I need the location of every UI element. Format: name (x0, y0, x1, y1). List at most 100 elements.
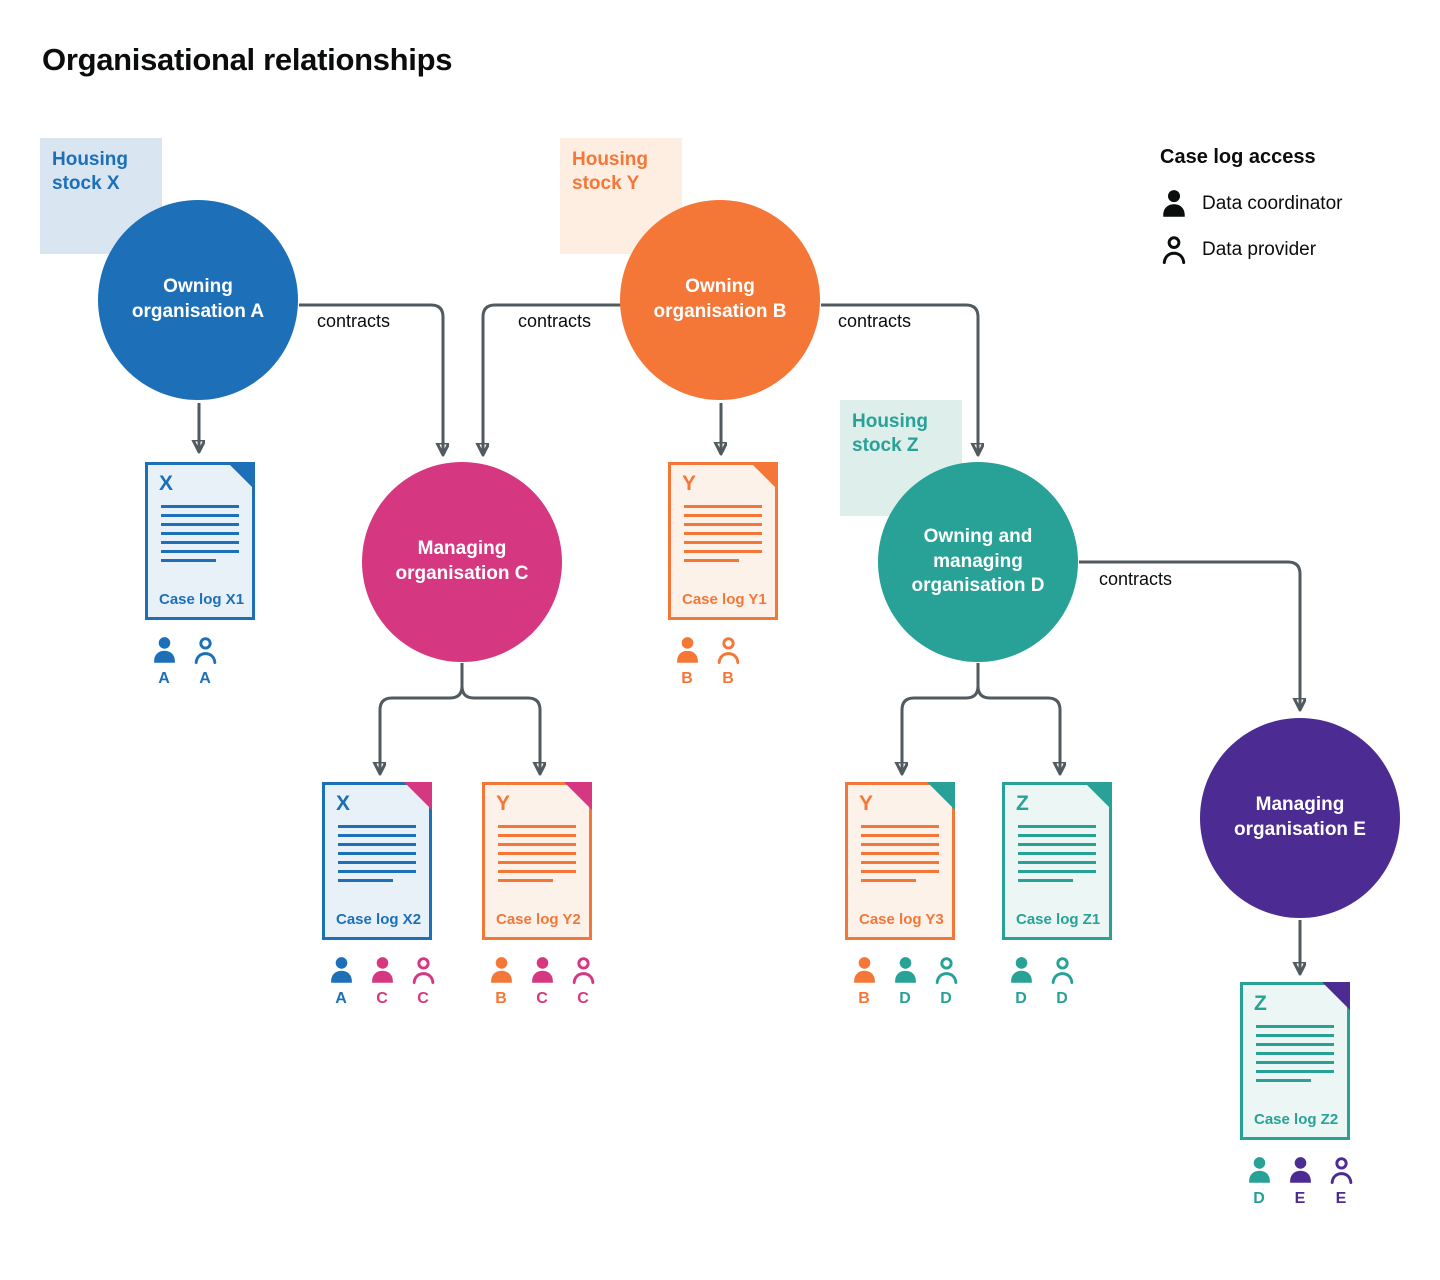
folded-corner-icon (227, 462, 255, 490)
case-log-y2-access: B C C (484, 956, 600, 1008)
folded-corner-icon (927, 782, 955, 810)
person-outline-icon (412, 957, 434, 984)
case-log-y3-access: B D D (847, 956, 963, 1008)
access-person-provider: D (929, 956, 963, 1008)
org-circle-managing-organisation-e: Managing organisation E (1200, 718, 1400, 918)
access-person-coordinator: D (888, 956, 922, 1008)
access-person-coordinator: B (847, 956, 881, 1008)
person-outline-icon (935, 957, 957, 984)
person-filled-icon (894, 957, 916, 983)
org-circle-owning-organisation-b: Owning organisation B (620, 200, 820, 400)
access-org-letter: D (1056, 990, 1068, 1007)
case-log-x2-doc: X Case log X2 (322, 782, 432, 940)
access-person-coordinator: D (1242, 1156, 1276, 1208)
case-log-y1-access: B B (670, 636, 745, 688)
access-org-letter: D (940, 990, 952, 1007)
access-org-letter: A (199, 670, 211, 687)
case-log-z1-doc: Z Case log Z1 (1002, 782, 1112, 940)
access-person-coordinator: A (324, 956, 358, 1008)
folded-corner-icon (1084, 782, 1112, 810)
access-person-coordinator: D (1004, 956, 1038, 1008)
access-org-letter: A (158, 670, 170, 687)
person-filled-icon (153, 637, 175, 663)
access-person-coordinator: B (670, 636, 704, 688)
case-log-z2-doc: Z Case log Z2 (1240, 982, 1350, 1140)
org-circle-managing-organisation-c: Managing organisation C (362, 462, 562, 662)
case-log-label: Case log Y3 (859, 911, 944, 928)
doc-letter: X (159, 472, 174, 495)
case-log-y2-doc: Y Case log Y2 (482, 782, 592, 940)
case-log-x2-access: A C C (324, 956, 440, 1008)
case-log-label: Case log Y1 (682, 591, 767, 608)
legend-case-log-access: Case log access Data coordinator Data pr… (1160, 146, 1420, 281)
access-org-letter: B (722, 670, 734, 687)
person-outline-icon (572, 957, 594, 984)
person-filled-icon (490, 957, 512, 983)
person-outline-icon (1162, 236, 1186, 264)
doc-text-lines (861, 825, 939, 882)
access-org-letter: C (536, 990, 548, 1007)
access-person-provider: D (1045, 956, 1079, 1008)
org-circle-owning-organisation-a: Owning organisation A (98, 200, 298, 400)
case-log-z2-access: D E E (1242, 1156, 1358, 1208)
contracts-label-a-c: contracts (317, 311, 391, 331)
doc-letter: Z (1016, 792, 1029, 815)
access-org-letter: A (335, 990, 347, 1007)
person-filled-icon (1010, 957, 1032, 983)
case-log-label: Case log Z2 (1254, 1111, 1339, 1128)
person-outline-icon (717, 637, 739, 664)
access-org-letter: B (495, 990, 507, 1007)
doc-text-lines (1018, 825, 1096, 882)
access-person-provider: C (566, 956, 600, 1008)
access-person-coordinator: E (1283, 1156, 1317, 1208)
access-person-coordinator: C (525, 956, 559, 1008)
access-org-letter: D (1015, 990, 1027, 1007)
access-person-provider: E (1324, 1156, 1358, 1208)
doc-letter: Z (1254, 992, 1267, 1015)
arrow-c-to-case-log-x2 (380, 663, 464, 771)
case-log-label: Case log Y2 (496, 911, 581, 928)
access-person-provider: C (406, 956, 440, 1008)
person-outline-icon (1051, 957, 1073, 984)
housing-stock-x-label: Housing stock X (40, 138, 162, 254)
person-filled-icon (330, 957, 352, 983)
person-filled-icon (853, 957, 875, 983)
person-filled-icon (1248, 1157, 1270, 1183)
folded-corner-icon (1322, 982, 1350, 1010)
person-outline-icon (194, 637, 216, 664)
doc-letter: Y (859, 792, 874, 815)
access-org-letter: B (681, 670, 693, 687)
person-filled-icon (531, 957, 553, 983)
doc-text-lines (498, 825, 576, 882)
case-log-x1-access: A A (147, 636, 222, 688)
folded-corner-icon (564, 782, 592, 810)
legend-item-data-provider: Data provider (1160, 235, 1420, 265)
doc-text-lines (161, 505, 239, 562)
doc-text-lines (1256, 1025, 1334, 1082)
doc-letter: Y (682, 472, 697, 495)
access-person-coordinator: A (147, 636, 181, 688)
case-log-label: Case log X2 (336, 911, 422, 928)
legend-item-label: Data provider (1202, 239, 1317, 260)
access-org-letter: C (376, 990, 388, 1007)
person-filled-icon (1163, 190, 1185, 217)
access-org-letter: E (1335, 1190, 1347, 1207)
person-filled-icon (676, 637, 698, 663)
access-person-coordinator: C (365, 956, 399, 1008)
doc-letter: X (336, 792, 351, 815)
org-circle-owning-and-managing-organisation-d: Owning and managing organisation D (878, 462, 1078, 662)
case-log-y3-doc: Y Case log Y3 (845, 782, 955, 940)
contracts-label-b-c: contracts (518, 311, 592, 331)
access-org-letter: C (577, 990, 589, 1007)
arrow-c-to-case-log-y2 (460, 663, 540, 771)
person-filled-icon (371, 957, 393, 983)
access-org-letter: E (1294, 1190, 1306, 1207)
person-outline-icon (1330, 1157, 1352, 1184)
arrow-d-to-case-log-z1 (976, 663, 1060, 771)
access-org-letter: C (417, 990, 429, 1007)
folded-corner-icon (404, 782, 432, 810)
legend-item-label: Data coordinator (1202, 193, 1343, 214)
doc-text-lines (338, 825, 416, 882)
legend-item-data-coordinator: Data coordinator (1160, 189, 1420, 219)
